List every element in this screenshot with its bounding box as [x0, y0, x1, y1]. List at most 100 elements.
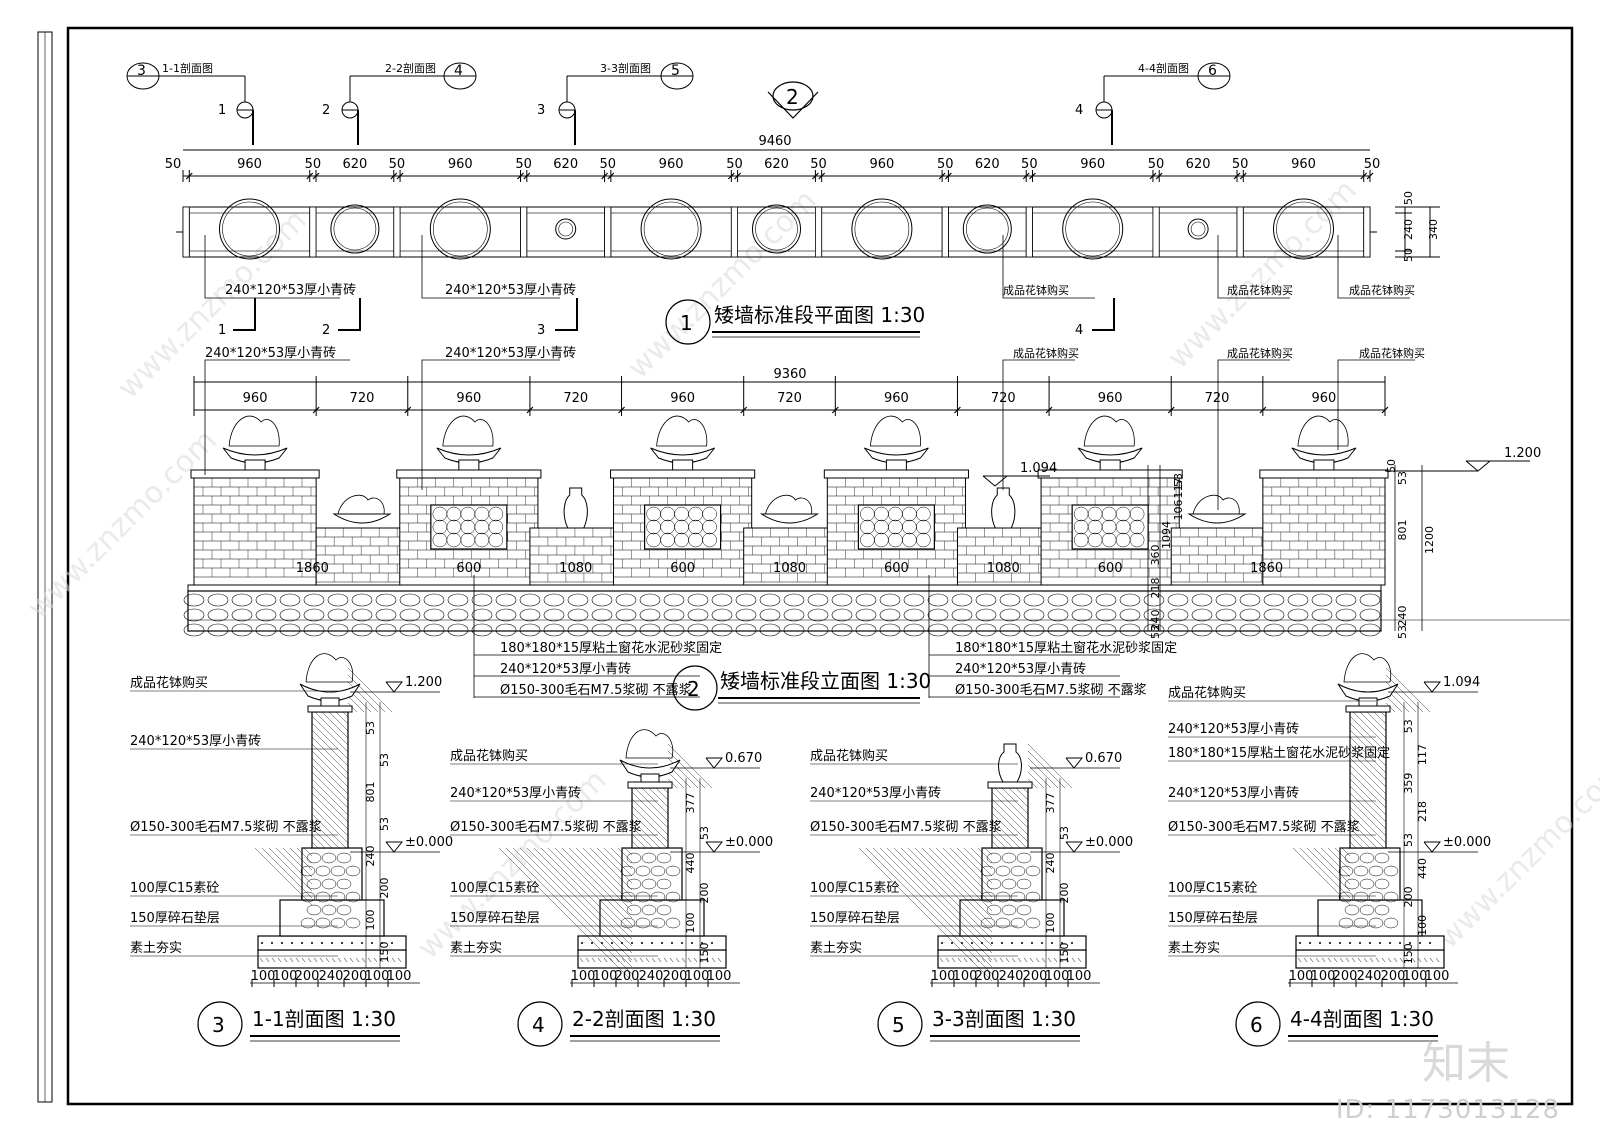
watermark-site: www.znzmo.com	[1161, 173, 1364, 376]
concrete-dot	[701, 942, 703, 944]
brick-hatch	[554, 847, 633, 926]
rubble-stone	[327, 623, 349, 637]
rubble-stone	[1047, 593, 1069, 607]
section-vdim: 53	[1402, 719, 1415, 733]
dim-slash	[526, 406, 534, 414]
gravel-hatch	[993, 957, 998, 963]
rubble-stone	[903, 623, 925, 637]
plan-segment-dim: 50	[1364, 157, 1381, 172]
clay-window	[644, 504, 722, 550]
brick-hatch	[254, 847, 313, 906]
rubble-stone	[303, 623, 325, 637]
rubble-stone	[665, 917, 681, 929]
section-hdim: 200	[1333, 969, 1358, 984]
planter-circle	[429, 198, 491, 260]
plan-leaders	[204, 235, 1410, 299]
clay-window-pattern	[916, 532, 931, 548]
rubble-stone	[336, 852, 352, 864]
elev-vdim: 1200	[1423, 526, 1436, 554]
gravel-hatch	[657, 957, 662, 963]
section-hdim: 100	[273, 969, 298, 984]
dim-slash	[390, 172, 398, 180]
concrete-dot	[1359, 942, 1361, 944]
rubble-stone	[1263, 623, 1285, 637]
elev-vdim: 240	[1396, 606, 1409, 627]
clay-window	[1071, 504, 1149, 550]
stone-footing-wide	[959, 899, 1065, 937]
section-top-level: 1.200	[405, 675, 442, 690]
section-vdim: 801	[364, 782, 377, 803]
brick-hatch	[631, 791, 669, 829]
planter-circle	[555, 218, 577, 240]
brick-hatch	[617, 847, 633, 863]
rubble-stone	[663, 608, 685, 622]
section-hdim: 100	[365, 969, 390, 984]
plan-segment-dim: 960	[869, 157, 894, 172]
concrete-dot	[1349, 942, 1351, 944]
gravel-hatch	[981, 957, 986, 963]
rubble-stone	[879, 593, 901, 607]
plan-label: 成品花钵购买	[1003, 283, 1069, 297]
section-label: 240*120*53厚小青砖	[810, 786, 941, 801]
concrete-dot	[1021, 942, 1023, 944]
plan-depth-dim: 50	[1402, 248, 1415, 262]
plan-segment-dim: 50	[389, 157, 406, 172]
rubble-stone	[423, 593, 445, 607]
planter-bowl	[650, 447, 716, 464]
rubble-stone	[591, 593, 613, 607]
gravel-hatch	[1393, 957, 1398, 963]
section-label: 成品花钵购买	[1168, 685, 1246, 701]
brick-wall-section	[991, 787, 1029, 849]
brick-hatch	[347, 674, 386, 713]
rubble-stone	[1287, 608, 1309, 622]
brick-hatch	[655, 787, 669, 801]
planter-bowl	[222, 447, 288, 464]
plan-depth-dim: 340	[1427, 219, 1440, 240]
brick-hatch	[631, 840, 640, 849]
elevation-title-num: 2	[687, 677, 700, 701]
level-mark	[385, 681, 404, 693]
rubble-stone	[1071, 608, 1093, 622]
rubble-stone	[951, 608, 973, 622]
elev-bottom-dim: 600	[1098, 561, 1123, 576]
watermark-id: ID: 1173013128	[1335, 1095, 1560, 1125]
planter-bowl	[1291, 447, 1357, 464]
rubble-stone	[999, 593, 1021, 607]
section-vdim: 117	[1416, 744, 1429, 765]
rubble-stone	[1383, 891, 1399, 903]
urn-vase	[998, 743, 1022, 783]
brick-hatch	[561, 847, 633, 919]
dim-slash	[618, 406, 625, 414]
level-mark	[1065, 841, 1084, 853]
section-vdim: 53	[364, 721, 377, 735]
brick-hatch	[991, 826, 1014, 849]
gravel-hatch	[951, 957, 956, 963]
cut-label: 2	[322, 323, 330, 338]
section-top-level: 0.670	[1085, 751, 1122, 766]
section-vdim: 53	[698, 826, 711, 840]
brick-hatch	[498, 847, 633, 982]
section-hdim: 240	[639, 969, 664, 984]
planter-circle-inner	[433, 201, 488, 257]
rubble-stone	[620, 891, 636, 903]
rubble-stone	[1368, 917, 1384, 929]
section-label: 150厚碎石垫层	[130, 910, 220, 926]
brick-hatch	[311, 743, 349, 781]
concrete-dot	[291, 942, 293, 944]
rubble-stone	[423, 623, 445, 637]
concrete-dot	[1319, 942, 1321, 944]
elev-segment-dim: 720	[350, 391, 375, 406]
rubble-stone	[330, 891, 346, 903]
rubble-stone	[641, 852, 657, 864]
gravel-hatch	[1411, 957, 1416, 963]
rubble-stone	[975, 593, 997, 607]
dim-slash	[1360, 172, 1368, 180]
brick-hatch	[667, 743, 713, 789]
rubble-stone	[635, 891, 651, 903]
brick-hatch	[858, 847, 993, 982]
section-title-circle	[1235, 1001, 1281, 1047]
gravel-hatch	[1333, 957, 1338, 963]
rubble-stone	[1335, 623, 1357, 637]
